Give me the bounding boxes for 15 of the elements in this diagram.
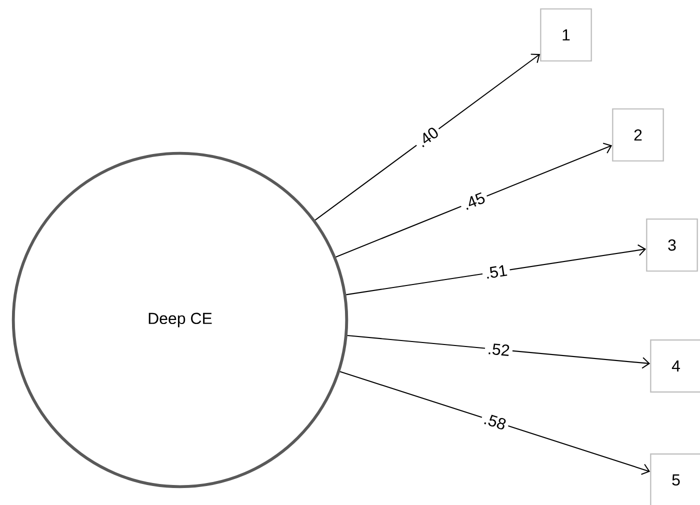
indicator-box: 3 bbox=[646, 218, 698, 272]
indicator-box: 1 bbox=[540, 8, 592, 62]
arrow bbox=[340, 371, 650, 475]
arrow bbox=[347, 334, 650, 369]
edge-label: .52 bbox=[484, 340, 514, 360]
indicator-box: 4 bbox=[650, 339, 700, 393]
edge-label: .58 bbox=[479, 409, 511, 434]
arrow bbox=[346, 244, 646, 296]
arrow bbox=[336, 142, 612, 258]
edge-label: .40 bbox=[412, 122, 444, 152]
edge-label: .51 bbox=[481, 262, 511, 282]
edge-label: .45 bbox=[458, 188, 490, 214]
indicator-box: 5 bbox=[650, 453, 700, 505]
arrow bbox=[314, 54, 540, 221]
indicator-box: 2 bbox=[612, 108, 664, 162]
